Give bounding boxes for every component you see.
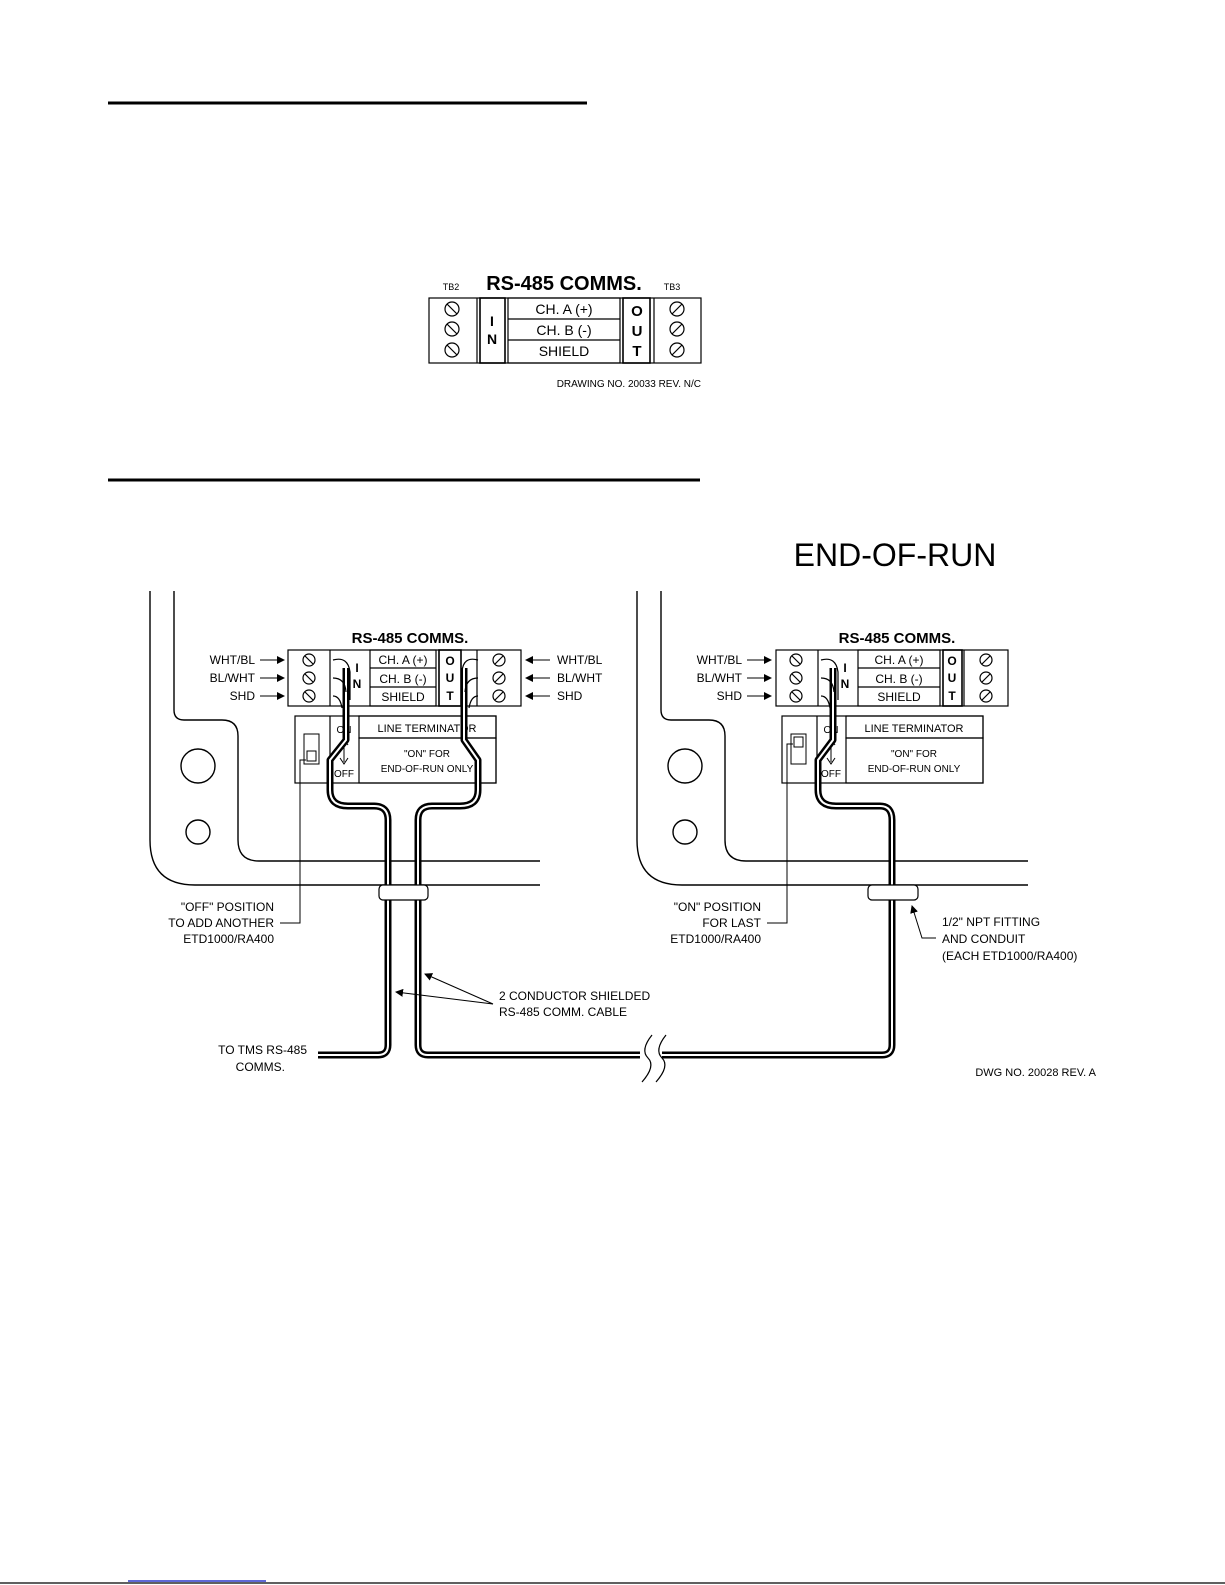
right-in-letter-n: N bbox=[841, 677, 850, 691]
left-unit-out-screw-icons bbox=[492, 653, 506, 703]
left-unit-cables bbox=[318, 658, 640, 1059]
right-dip-switch-icon bbox=[790, 733, 807, 765]
left-unit-terminal-block: RS-485 COMMS. I N O U T CH. A (+) CH. B … bbox=[287, 630, 522, 707]
left-in-letter-i: I bbox=[355, 661, 358, 675]
right-unit-wire-labels: WHT/BL BL/WHT SHD bbox=[697, 653, 772, 703]
off-callout-line-3: ETD1000/RA400 bbox=[183, 932, 274, 946]
left-in-wire-loops bbox=[332, 658, 351, 709]
top-row-ch-b: CH. B (-) bbox=[536, 322, 591, 338]
left-label-bl-wht: BL/WHT bbox=[210, 671, 256, 685]
right-switch-off-label: OFF bbox=[821, 769, 841, 780]
right-line-terminator: LINE TERMINATOR "ON" FOR END-OF-RUN ONLY… bbox=[781, 715, 984, 784]
left-row-ch-a: CH. A (+) bbox=[378, 653, 427, 667]
bottom-drawing-number: DWG NO. 20028 REV. A bbox=[975, 1067, 1096, 1079]
right-unit-label-wht-bl: WHT/BL bbox=[697, 653, 743, 667]
top-in-box bbox=[479, 297, 506, 364]
on-callout-line-1: "ON" POSITION bbox=[674, 900, 761, 914]
left-on-for-text: "ON" FOR bbox=[404, 749, 450, 760]
tms-callout-line-1: TO TMS RS-485 bbox=[218, 1043, 307, 1057]
left-enclosure bbox=[149, 591, 540, 886]
right-in-letter-i: I bbox=[843, 661, 846, 675]
right-unit-in-screw-icons bbox=[789, 653, 803, 703]
left-end-of-run-text: END-OF-RUN ONLY bbox=[381, 764, 474, 775]
right-side-label-shd: SHD bbox=[557, 689, 583, 703]
top-label-box bbox=[507, 297, 621, 364]
right-row-shield: SHIELD bbox=[877, 690, 921, 704]
left-in-letter-n: N bbox=[353, 677, 362, 691]
tms-callout-line-2: COMMS. bbox=[236, 1060, 285, 1074]
top-left-screw-icons bbox=[444, 301, 460, 358]
tb3-label: TB3 bbox=[664, 282, 681, 292]
fitting-callout-line-2: AND CONDUIT bbox=[942, 932, 1026, 946]
cable-callout-line-2: RS-485 COMM. CABLE bbox=[499, 1005, 627, 1019]
right-unit-terminal-block: RS-485 COMMS. I N O U T CH. A (+) CH. B … bbox=[775, 630, 1009, 707]
right-unit-label-shd: SHD bbox=[717, 689, 743, 703]
left-unit-title: RS-485 COMMS. bbox=[352, 630, 469, 647]
top-drawing-number: DRAWING NO. 20033 REV. N/C bbox=[557, 379, 701, 390]
right-row-ch-a: CH. A (+) bbox=[874, 653, 923, 667]
right-enclosure bbox=[636, 591, 1028, 886]
right-end-of-run-text: END-OF-RUN ONLY bbox=[868, 764, 961, 775]
left-unit-in-screw-icons bbox=[302, 653, 316, 703]
left-out-letter-t: T bbox=[446, 689, 454, 703]
fitting-callout: 1/2" NPT FITTING AND CONDUIT (EACH ETD10… bbox=[910, 905, 1077, 963]
off-callout-line-2: TO ADD ANOTHER bbox=[168, 916, 274, 930]
top-terminal-diagram: RS-485 COMMS. TB2 TB3 I N O U T CH. A (+… bbox=[428, 273, 702, 390]
left-out-letter-u: U bbox=[446, 671, 455, 685]
end-of-run-heading: END-OF-RUN bbox=[794, 537, 997, 573]
top-row-ch-a: CH. A (+) bbox=[535, 301, 592, 317]
on-callout-line-3: ETD1000/RA400 bbox=[670, 932, 761, 946]
fitting-callout-line-1: 1/2" NPT FITTING bbox=[942, 915, 1040, 929]
top-in-letter-n: N bbox=[487, 331, 497, 347]
right-out-letter-t: T bbox=[948, 689, 956, 703]
right-row-ch-b: CH. B (-) bbox=[875, 672, 922, 686]
left-out-wire-loops bbox=[461, 658, 479, 709]
right-unit-label-bl-wht: BL/WHT bbox=[697, 671, 743, 685]
tb2-label: TB2 bbox=[443, 282, 460, 292]
left-dip-switch-icon bbox=[303, 733, 320, 765]
left-label-shd: SHD bbox=[230, 689, 256, 703]
top-out-letter-t: T bbox=[632, 343, 641, 360]
left-label-wht-bl: WHT/BL bbox=[210, 653, 256, 667]
top-right-screw-icons bbox=[669, 301, 685, 358]
right-unit-out-screw-icons bbox=[979, 653, 993, 703]
top-out-letter-o: O bbox=[631, 303, 643, 320]
right-side-label-bl-wht: BL/WHT bbox=[557, 671, 603, 685]
on-callout-line-2: FOR LAST bbox=[702, 916, 761, 930]
top-out-box bbox=[622, 297, 651, 364]
right-on-for-text: "ON" FOR bbox=[891, 749, 937, 760]
off-callout-line-1: "OFF" POSITION bbox=[181, 900, 274, 914]
right-line-terminator-label: LINE TERMINATOR bbox=[864, 723, 963, 735]
left-line-terminator-label: LINE TERMINATOR bbox=[377, 723, 476, 735]
left-npt-fitting bbox=[378, 884, 429, 901]
cable-callout-line-1: 2 CONDUCTOR SHIELDED bbox=[499, 989, 650, 1003]
top-in-letter-i: I bbox=[490, 313, 494, 329]
cable-break-icon bbox=[641, 1034, 667, 1083]
cable-callout: 2 CONDUCTOR SHIELDED RS-485 COMM. CABLE bbox=[395, 973, 650, 1019]
left-switch-off-label: OFF bbox=[334, 769, 354, 780]
on-position-callout: "ON" POSITION FOR LAST ETD1000/RA400 bbox=[670, 743, 793, 946]
right-in-wire-loops bbox=[820, 658, 839, 709]
fitting-callout-line-3: (EACH ETD1000/RA400) bbox=[942, 949, 1077, 963]
right-side-label-wht-bl: WHT/BL bbox=[557, 653, 603, 667]
right-unit-cable bbox=[662, 658, 896, 1059]
right-out-letter-o: O bbox=[947, 654, 956, 668]
tms-callout: TO TMS RS-485 COMMS. bbox=[218, 1043, 307, 1074]
top-out-letter-u: U bbox=[632, 323, 643, 340]
left-row-shield: SHIELD bbox=[381, 690, 425, 704]
left-row-ch-b: CH. B (-) bbox=[379, 672, 426, 686]
bottom-wiring-diagram: END-OF-RUN RS-485 COMMS. I N O bbox=[149, 537, 1097, 1083]
right-npt-fitting bbox=[867, 884, 919, 901]
right-unit-title: RS-485 COMMS. bbox=[839, 630, 956, 647]
right-out-letter-u: U bbox=[948, 671, 957, 685]
left-unit-wire-labels: WHT/BL BL/WHT SHD WHT/BL BL/WHT SHD bbox=[210, 653, 603, 703]
off-position-callout: "OFF" POSITION TO ADD ANOTHER ETD1000/RA… bbox=[168, 759, 306, 946]
top-row-shield: SHIELD bbox=[539, 343, 590, 359]
top-diagram-title: RS-485 COMMS. bbox=[486, 273, 642, 295]
left-out-letter-o: O bbox=[445, 654, 454, 668]
